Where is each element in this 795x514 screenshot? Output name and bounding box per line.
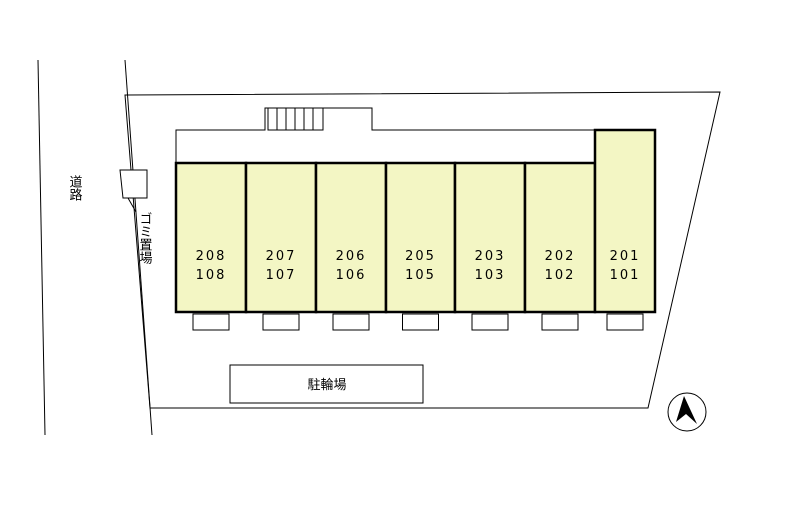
- north-arrow-icon: [667, 392, 707, 432]
- unit-rect: [314, 161, 388, 314]
- balcony: [541, 313, 579, 331]
- unit-number-lower: 102: [545, 268, 576, 283]
- unit-number-lower: 101: [610, 268, 641, 283]
- unit-rect: [174, 161, 248, 314]
- unit-rect: [523, 161, 597, 314]
- unit-number-lower: 107: [266, 268, 297, 283]
- unit-number-upper: 207: [266, 249, 297, 264]
- stairs-steps: [276, 108, 314, 130]
- bicycle-parking: [229, 364, 424, 404]
- unit-number-lower: 108: [196, 268, 227, 283]
- lot-boundary: [124, 91, 721, 409]
- bicycle-parking-label: 駐輪場: [307, 377, 346, 393]
- road-label: 道路: [67, 175, 83, 201]
- balcony: [262, 313, 300, 331]
- balcony: [402, 313, 439, 331]
- unit-rect: [453, 161, 527, 314]
- unit-number-lower: 105: [405, 268, 436, 283]
- unit-rect: [244, 161, 318, 314]
- unit-number-lower: 103: [475, 268, 506, 283]
- unit-rect: [384, 161, 457, 314]
- unit-number-upper: 203: [475, 249, 506, 264]
- road-edge-left: [37, 59, 46, 436]
- unit-rect: [593, 128, 657, 314]
- garbage-area-label: ゴミ置場: [137, 212, 153, 264]
- unit-number-upper: 201: [610, 249, 641, 264]
- garbage-leader-line: [127, 197, 137, 213]
- unit-number-upper: 205: [405, 249, 436, 264]
- balcony: [192, 313, 230, 331]
- balcony: [471, 313, 509, 331]
- units-layer: 2081082071072061062051052031032021022011…: [174, 128, 657, 331]
- unit-number-upper: 208: [196, 249, 227, 264]
- corridor-outline: [175, 107, 594, 163]
- unit-number-lower: 106: [336, 268, 367, 283]
- balcony: [606, 313, 644, 331]
- balcony: [332, 313, 370, 331]
- garbage-area: [119, 169, 148, 199]
- unit-number-upper: 202: [545, 249, 576, 264]
- unit-number-upper: 206: [336, 249, 367, 264]
